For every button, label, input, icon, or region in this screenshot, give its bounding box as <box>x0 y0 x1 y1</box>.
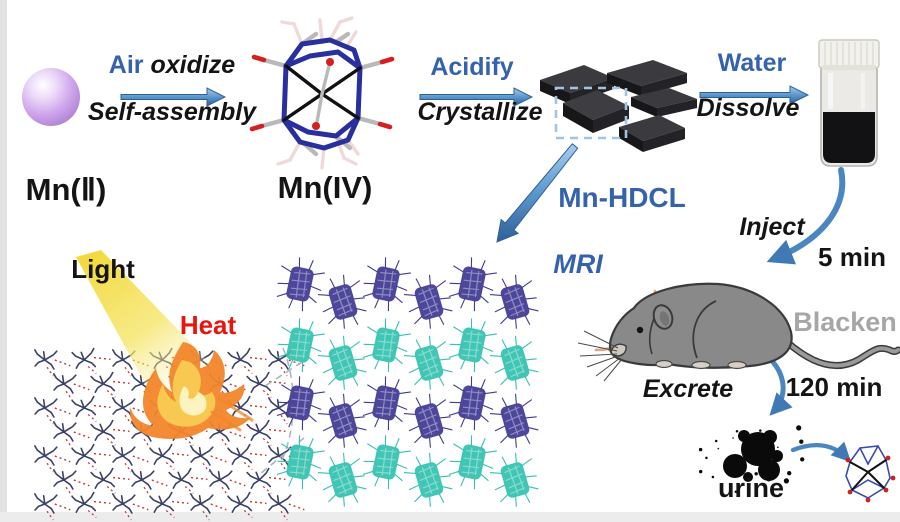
arrow-dissolve <box>699 85 810 105</box>
arrow-inject <box>766 167 846 265</box>
mouse-graphic <box>577 282 900 382</box>
urine-label: urine <box>717 473 785 503</box>
mn4-label: Mn(IV) <box>277 170 373 205</box>
mn2-sphere <box>22 68 80 126</box>
arrow-to-packing <box>496 143 579 243</box>
air-word: Air <box>108 51 144 79</box>
dissolve-label: Dissolve <box>696 94 800 122</box>
excrete-time-label: 120 min <box>785 372 883 402</box>
mn-hdcl-label: Mn-HDCL <box>558 182 686 213</box>
arrow-oxidize <box>120 87 227 107</box>
self-assembly-label: Self-assembly <box>87 98 257 126</box>
excreted-molecule <box>845 445 896 503</box>
acidify-label: Acidify <box>430 53 514 81</box>
urine-splatter <box>698 425 805 493</box>
heat-label: Heat <box>179 310 237 340</box>
inject-label: Inject <box>739 213 805 241</box>
packing-structure <box>276 257 539 507</box>
mn4-structure <box>249 16 395 170</box>
blacken-label: Blacken <box>793 307 897 337</box>
air-oxidize-label: Air oxidize <box>109 52 235 78</box>
inject-time-label: 5 min <box>818 242 886 272</box>
mri-label: MRI <box>553 249 603 279</box>
vial <box>818 39 880 167</box>
zoom-dashed-lines <box>259 347 305 475</box>
arrow-urine-analysis <box>790 441 852 463</box>
mn2-label: Mn(Ⅱ) <box>25 172 107 207</box>
water-label: Water <box>717 49 787 77</box>
excrete-label: Excrete <box>642 375 734 403</box>
crystal-highlight-box <box>554 86 628 140</box>
arrow-crystallize <box>419 87 534 107</box>
crystallize-label: Crystallize <box>417 98 543 126</box>
flame-graphic <box>129 342 254 439</box>
oxidize-word: oxidize <box>150 51 236 79</box>
light-label: Light <box>71 254 135 284</box>
